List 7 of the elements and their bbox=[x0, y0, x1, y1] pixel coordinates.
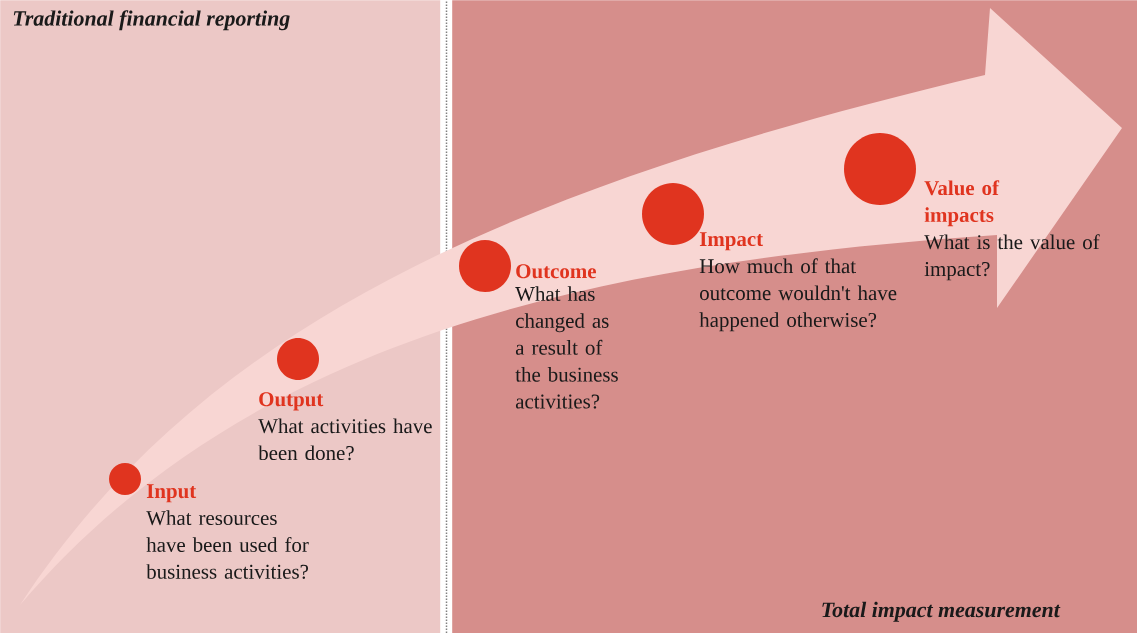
stage-label: Output What activities have been done? bbox=[258, 392, 432, 461]
panel-title: Total impact measurement bbox=[822, 601, 1061, 622]
panel-title: Traditional financial reporting bbox=[13, 10, 290, 31]
stage-label: Input What resources have been used for business activities? bbox=[146, 484, 309, 579]
stage-label: Value of impacts What is the value of impact? bbox=[924, 180, 1100, 281]
stage-label: Outcome What has changed as a result of the business activities? bbox=[515, 264, 618, 409]
stage-label: Impact How much of that outcome wouldn't have happened otherwise? bbox=[699, 232, 897, 332]
